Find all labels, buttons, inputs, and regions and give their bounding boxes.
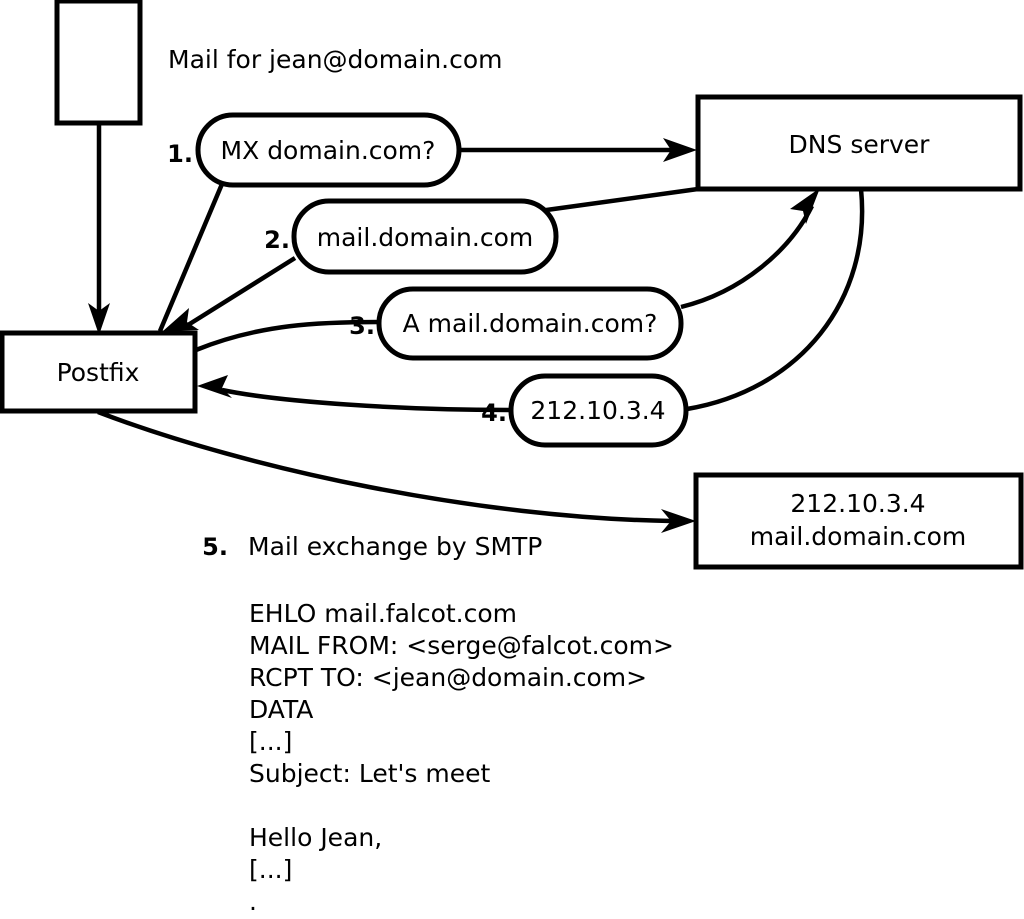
step-number-5: 5. [202,533,228,561]
connector-postfix-to-mailserver [97,409,696,533]
smtp-line-0: EHLO mail.falcot.com [249,599,517,628]
node-postfix-label: Postfix [57,358,140,387]
message-pill-1-label: MX domain.com? [221,136,436,165]
node-dns-server-box: DNS server [695,94,1023,192]
step-5-label: Mail exchange by SMTP [248,532,542,561]
step-number-3: 3. [349,312,375,340]
connector-step2-to-postfix [163,256,297,331]
connector-postfix-to-step3 [195,319,380,353]
smtp-line-4: [...] [249,727,292,756]
message-pill-2-label: mail.domain.com [317,223,533,252]
node-client-box [54,0,143,126]
step-number-1: 1. [167,140,193,168]
node-mailserver-box: 212.10.3.4 mail.domain.com [693,472,1024,570]
smtp-line-7: Hello Jean, [249,823,382,852]
message-pill-4: 212.10.3.4 4. [481,373,689,448]
node-mailserver-hostname: mail.domain.com [750,522,966,551]
message-pill-2: mail.domain.com 2. [264,198,559,275]
smtp-line-5: Subject: Let's meet [249,759,490,788]
connector-step1-to-postfix [157,183,225,332]
message-pill-3: A mail.domain.com? 3. [349,286,684,361]
connector-step4-to-postfix [197,375,513,413]
smtp-line-1: MAIL FROM: <serge@falcot.com> [249,631,674,660]
smtp-line-8: [...] [249,855,292,884]
node-mailserver-ip: 212.10.3.4 [790,489,925,518]
smtp-line-3: DATA [249,695,313,724]
node-dns-server-label: DNS server [789,130,931,159]
message-pill-3-label: A mail.domain.com? [403,309,658,338]
connector-step3-to-dns [680,188,820,310]
step-number-2: 2. [264,226,290,254]
step-number-4: 4. [481,399,507,427]
smtp-line-9: . [249,887,257,916]
connector-step1-to-dns [459,138,697,162]
node-postfix-box: Postfix [0,330,198,414]
connector-dns-to-step4 [686,188,865,412]
message-pill-4-label: 212.10.3.4 [530,396,665,425]
message-pill-1: MX domain.com? 1. [167,112,462,188]
mail-for-caption: Mail for jean@domain.com [168,45,503,74]
connector-client-to-postfix [88,123,110,335]
smtp-line-2: RCPT TO: <jean@domain.com> [249,663,647,692]
